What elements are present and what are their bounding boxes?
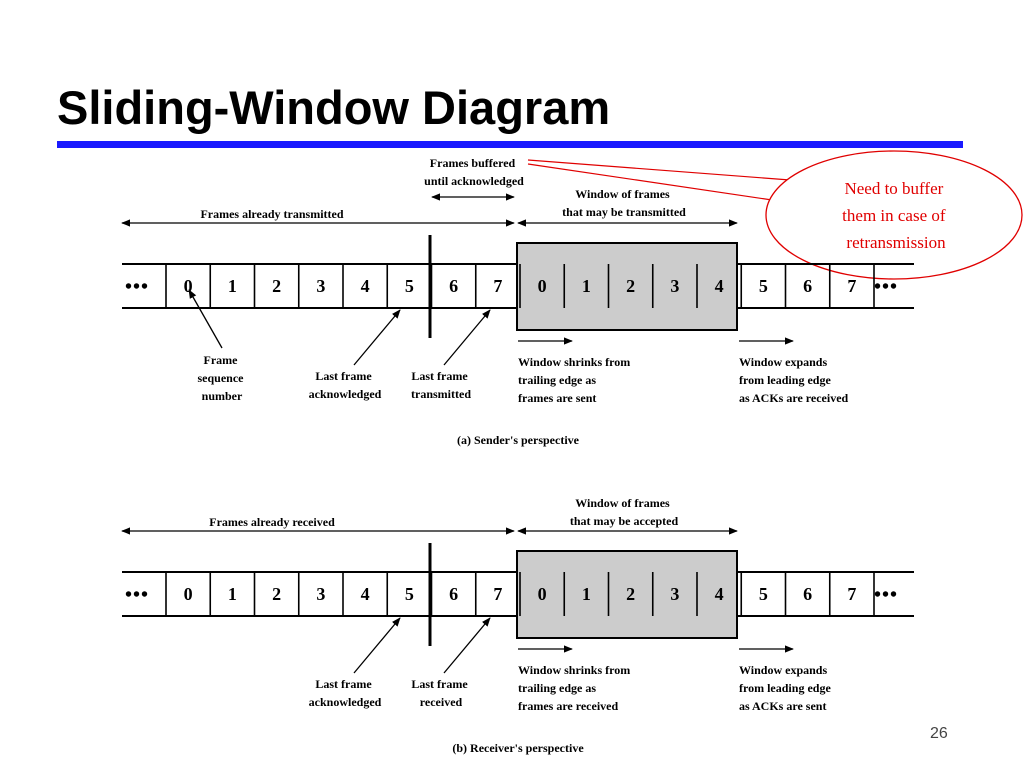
frame-number: 4	[715, 276, 724, 296]
window-expands-label: Window expands from leading edge as ACKs…	[739, 355, 849, 405]
frame-number: 4	[361, 276, 370, 296]
last-sent-pointer	[443, 309, 491, 366]
frame-number: 6	[449, 584, 458, 604]
frame-number: 1	[582, 276, 591, 296]
frame-number: 5	[759, 584, 768, 604]
title-rule	[57, 141, 963, 148]
frames-already-transmitted-label: Frames already transmitted	[200, 207, 343, 221]
window-shrinks-label: Window shrinks from trailing edge as fra…	[518, 355, 633, 405]
callout-text: Need to buffer them in case of retransmi…	[842, 179, 950, 252]
callout-pointer-bottom	[527, 163, 773, 201]
callout-pointer-top	[527, 159, 791, 181]
buffer-callout: Need to buffer them in case of retransmi…	[527, 150, 1023, 280]
frame-number: 2	[272, 584, 281, 604]
last-frame-received-label: Last frame received	[411, 677, 470, 709]
frame-number: 3	[670, 276, 679, 296]
last-frame-transmitted-label: Last frame transmitted	[411, 369, 471, 401]
frame-number: 0	[184, 584, 193, 604]
frame-number: 3	[670, 584, 679, 604]
frame-number: 6	[449, 276, 458, 296]
frame-number: 4	[361, 584, 370, 604]
last-ack-pointer	[353, 309, 401, 366]
frame-number: 7	[493, 276, 502, 296]
window-expands-label: Window expands from leading edge as ACKs…	[739, 663, 834, 713]
frame-number: 6	[803, 276, 812, 296]
frame-number: 2	[272, 276, 281, 296]
window-of-frames-label: Window of frames that may be transmitted	[562, 187, 686, 219]
window-of-frames-accepted-label: Window of frames that may be accepted	[570, 496, 679, 528]
frame-number: 4	[715, 584, 724, 604]
sequence-number-pointer	[188, 289, 223, 349]
frame-number: 2	[626, 276, 635, 296]
frame-number: 3	[316, 276, 325, 296]
frame-number: 6	[803, 584, 812, 604]
frame-number: 0	[538, 276, 547, 296]
frame-number: 2	[626, 584, 635, 604]
receiver-caption: (b) Receiver's perspective	[452, 741, 584, 755]
sender-panel: Frames buffered until acknowledged Windo…	[121, 156, 914, 447]
left-ellipsis: •••	[125, 276, 149, 298]
sender-caption: (a) Sender's perspective	[457, 433, 580, 447]
frame-number: 7	[847, 584, 856, 604]
frames-buffered-label: Frames buffered until acknowledged	[424, 156, 524, 188]
frame-number: 5	[405, 584, 414, 604]
frame-number: 7	[493, 584, 502, 604]
receiver-frame-cells: 0 1 2 3 4 5 6 7 0 1 2 3 4 5 6 7	[165, 572, 875, 616]
frame-number: 1	[228, 584, 237, 604]
slide-title: Sliding-Window Diagram	[57, 81, 611, 134]
sender-frame-cells: 0 1 2 3 4 5 6 7 0 1 2 3 4 5 6 7	[165, 264, 875, 308]
frame-number: 1	[582, 584, 591, 604]
callout-bubble	[765, 150, 1023, 280]
send-window-box	[516, 242, 738, 331]
left-ellipsis: •••	[125, 584, 149, 606]
last-ack-pointer	[353, 617, 401, 674]
frame-number: 5	[759, 276, 768, 296]
frame-number: 0	[184, 276, 193, 296]
right-ellipsis: •••	[874, 276, 898, 298]
frame-number: 3	[316, 584, 325, 604]
frame-number: 0	[538, 584, 547, 604]
receiver-panel: Window of frames that may be accepted Fr…	[121, 496, 914, 755]
frame-number: 7	[847, 276, 856, 296]
right-ellipsis: •••	[874, 584, 898, 606]
frame-number: 1	[228, 276, 237, 296]
receive-window-box	[516, 550, 738, 639]
frames-already-received-label: Frames already received	[209, 515, 335, 529]
frame-number: 5	[405, 276, 414, 296]
window-shrinks-label: Window shrinks from trailing edge as fra…	[518, 663, 633, 713]
last-recv-pointer	[443, 617, 491, 674]
page-number: 26	[930, 725, 948, 742]
last-frame-acknowledged-label: Last frame acknowledged	[309, 369, 382, 401]
frame-sequence-number-label: Frame sequence number	[198, 353, 247, 403]
last-frame-acknowledged-label: Last frame acknowledged	[309, 677, 382, 709]
